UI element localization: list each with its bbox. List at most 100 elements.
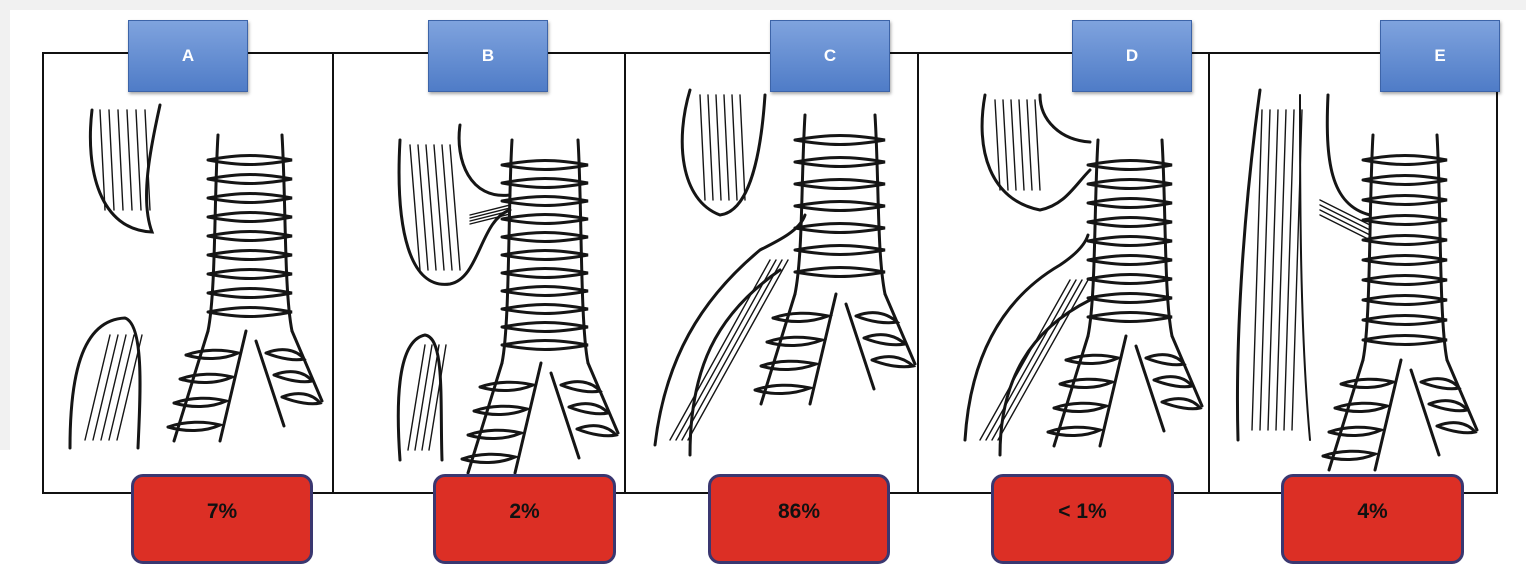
hatch-line: [682, 260, 782, 440]
hatch-line: [85, 335, 110, 440]
bronchus-ring: [1329, 427, 1381, 435]
hatch-line: [740, 95, 745, 200]
hatch-line: [980, 280, 1070, 440]
lobe-outline: [459, 125, 510, 195]
upper-lobe-outline: [682, 90, 765, 215]
bronchus-ring: [761, 361, 816, 369]
hatch-line: [1260, 110, 1270, 430]
panel-label-a: A: [128, 20, 248, 92]
trachea-ring: [1088, 294, 1172, 303]
hatch-line: [1320, 205, 1370, 230]
trachea-ring: [502, 323, 588, 332]
trachea-ring: [1363, 256, 1447, 265]
lobe-outline: [1040, 95, 1090, 142]
trachea-ring: [1363, 196, 1447, 205]
trachea-ring: [208, 308, 292, 317]
percent-badge-a: 7%: [131, 474, 313, 564]
hatch-line: [1276, 110, 1286, 430]
hatch-line: [716, 95, 721, 200]
hatch-line: [700, 95, 705, 200]
hatch-line: [732, 95, 737, 200]
bronchus-ring: [174, 398, 226, 406]
trachea-ring: [1363, 156, 1447, 165]
trachea-ring: [502, 179, 588, 188]
trachea-ring: [1363, 296, 1447, 305]
trachea-ring: [1088, 218, 1172, 227]
bronchus-ring: [1162, 399, 1200, 409]
trachea-ring: [502, 269, 588, 278]
lower-lobe-outline: [70, 318, 140, 448]
trachea-ring: [502, 233, 588, 242]
panel-letter: D: [1126, 46, 1138, 66]
trachea-ring: [502, 305, 588, 314]
trachea-ring: [1363, 236, 1447, 245]
hatch-line: [708, 95, 713, 200]
trachea-wall: [1363, 135, 1373, 360]
hatch-line: [408, 345, 425, 450]
hatch-line: [118, 110, 123, 210]
trachea-ring: [1088, 180, 1172, 189]
hatch-line: [109, 335, 134, 440]
trachea-ring: [502, 287, 588, 296]
panel-letter: A: [182, 46, 194, 66]
hatch-line: [1252, 110, 1262, 430]
hatch-line: [670, 260, 770, 440]
bronchus-ring: [1048, 427, 1100, 435]
bronchus-ring: [1335, 403, 1387, 411]
percent-value: 4%: [1357, 500, 1387, 524]
bronchus-ring: [474, 406, 527, 414]
trachea-ring: [208, 213, 292, 222]
sketch-layer: [70, 90, 1477, 473]
trachea-ring: [1088, 161, 1172, 170]
percent-value: < 1%: [1058, 500, 1106, 524]
bronchus-ring: [462, 454, 515, 462]
trachea-ring: [208, 232, 292, 241]
trachea-ring: [1088, 256, 1172, 265]
hatch-line: [724, 95, 729, 200]
bronchus-ring: [266, 350, 304, 360]
bronchus-wall: [885, 294, 915, 364]
panel-letter: E: [1434, 46, 1445, 66]
percent-value: 86%: [778, 500, 820, 524]
bronchus-ring: [864, 335, 905, 345]
hatch-line: [450, 145, 460, 270]
lower-lobe-outline: [398, 335, 442, 460]
bronchus-ring: [577, 426, 616, 436]
trachea-ring: [1088, 313, 1172, 322]
hatch-line: [1268, 110, 1278, 430]
bronchus-ring: [767, 337, 822, 345]
bronchus-ring: [1437, 423, 1475, 433]
trachea-ring: [1088, 199, 1172, 208]
bronchus-ring: [755, 385, 810, 393]
panel-label-b: B: [428, 20, 548, 92]
bronchus-ring: [168, 422, 220, 430]
bronchus-ring: [1323, 451, 1375, 459]
trachea-ring: [795, 202, 885, 211]
bronchus-wall: [588, 363, 618, 433]
hatch-line: [101, 335, 126, 440]
trachea-ring: [208, 270, 292, 279]
trachea-ring: [795, 246, 885, 255]
hatch-line: [1003, 100, 1008, 190]
hatch-line: [1019, 100, 1024, 190]
trachea-ring: [1363, 336, 1447, 345]
bronchus-wall: [1447, 360, 1477, 430]
hatch-line: [1027, 100, 1032, 190]
bronchus-ring: [1054, 403, 1106, 411]
bronchus-ring: [1066, 355, 1118, 363]
bronchus-ring: [856, 313, 897, 323]
percent-badge-e: 4%: [1281, 474, 1464, 564]
trachea-ring: [1363, 176, 1447, 185]
panel-letter: C: [824, 46, 836, 66]
bronchus-branch: [965, 235, 1088, 440]
panel-label-d: D: [1072, 20, 1192, 92]
trachea-ring: [1088, 237, 1172, 246]
trachea-ring: [502, 341, 588, 350]
bronchus-ring: [186, 350, 238, 358]
trachea-ring: [795, 158, 885, 167]
bronchus-wall: [1172, 336, 1202, 406]
hatch-line: [688, 260, 788, 440]
trachea-ring: [1363, 216, 1447, 225]
trachea-ring: [1088, 275, 1172, 284]
